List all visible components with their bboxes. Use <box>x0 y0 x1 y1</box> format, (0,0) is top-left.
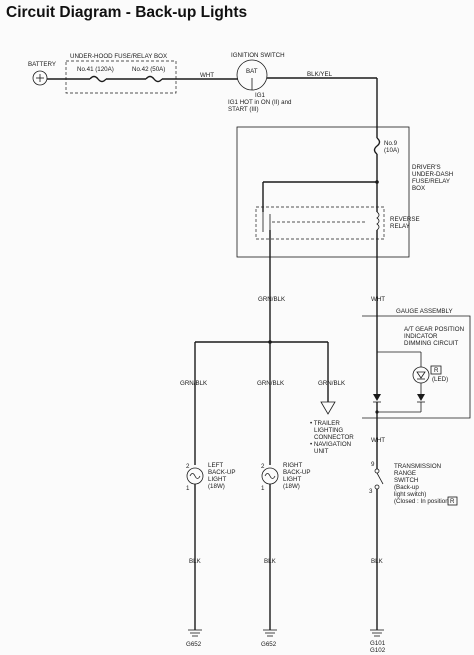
trans-pin-9: 9 <box>371 461 375 468</box>
wire-wht-1: WHT <box>200 72 214 79</box>
wire-blk-middle: BLK <box>264 558 277 565</box>
relay-label-line1: REVERSE <box>390 216 420 223</box>
underdash-box-line1: DRIVER'S <box>412 164 441 171</box>
trans-line2: RANGE <box>394 470 416 477</box>
ground-g102: G102 <box>370 647 386 654</box>
trailer-line1: • TRAILER <box>310 420 340 427</box>
r-indicator-box <box>430 365 442 375</box>
fuse-9-symbol <box>373 137 381 155</box>
trans-line5: light switch) <box>394 491 426 498</box>
left-light-line1: LEFT <box>208 462 223 469</box>
trans-line6: (Closed : In position <box>394 498 449 505</box>
left-light-line2: BACK-UP <box>208 469 236 476</box>
wire-wht-3: WHT <box>371 437 385 444</box>
ground-g652-left: G652 <box>186 641 202 648</box>
diode-left <box>373 394 381 401</box>
ig1-note-line2: START (III) <box>228 106 259 113</box>
trans-line3: SWITCH <box>394 477 418 484</box>
r-indicator-label: R <box>434 367 439 374</box>
fuse-42-label: No.42 (50A) <box>132 66 165 73</box>
ground-g101: G101 <box>370 640 386 647</box>
right-pin-2: 2 <box>261 463 265 470</box>
trans-r-box <box>447 496 458 506</box>
at-indicator-line2: INDICATOR <box>404 333 438 340</box>
led-symbol <box>412 366 430 384</box>
underdash-fuse-box <box>236 126 410 258</box>
left-pin-2: 2 <box>186 463 190 470</box>
ground-g652-left-icon <box>188 629 202 637</box>
wire-grnblk-main: GRN/BLK <box>258 296 286 303</box>
ig1-note-line1: IG1 HOT in ON (II) and <box>228 99 292 106</box>
right-light-line4: (18W) <box>283 483 300 490</box>
underdash-box-line3: FUSE/RELAY <box>412 178 450 185</box>
at-indicator-line3: DIMMING CIRCUIT <box>404 340 459 347</box>
wire-blkyel: BLK/YEL <box>307 71 333 78</box>
battery-label: BATTERY <box>28 61 56 68</box>
reverse-relay <box>255 206 385 240</box>
trans-r-label: R <box>450 498 455 505</box>
wire-grnblk-right: GRN/BLK <box>318 380 346 387</box>
underhood-box-title: UNDER-HOOD FUSE/RELAY BOX <box>70 53 167 60</box>
left-light-line3: LIGHT <box>208 476 226 483</box>
ground-g652-middle: G652 <box>261 641 277 648</box>
right-light-line1: RIGHT <box>283 462 302 469</box>
trailer-line2: LIGHTING <box>314 427 343 434</box>
ground-g101-icon <box>370 629 384 637</box>
led-label: (LED) <box>432 376 448 383</box>
ig1-terminal: IG1 <box>255 92 266 99</box>
relay-label-line2: RELAY <box>390 223 410 230</box>
wire-wht-2: WHT <box>371 296 385 303</box>
trans-line1: TRANSMISSION <box>394 463 441 470</box>
right-light-line3: LIGHT <box>283 476 301 483</box>
underdash-box-line2: UNDER-DASH <box>412 171 453 178</box>
gauge-assembly-box <box>362 315 471 419</box>
left-pin-1: 1 <box>186 485 190 492</box>
fuse-42-symbol <box>145 75 163 83</box>
trans-pin-3: 3 <box>369 488 373 495</box>
relay-coil-symbol <box>376 211 380 231</box>
trans-line4: (Back-up <box>394 484 419 491</box>
diode-right <box>417 394 425 401</box>
trailer-line3: CONNECTOR <box>314 434 354 441</box>
trailer-line5: UNIT <box>314 448 329 455</box>
bat-terminal: BAT <box>246 68 258 75</box>
fuse-9-label: No.9 <box>384 140 398 147</box>
wire-blk-right: BLK <box>371 558 384 565</box>
at-indicator-line1: A/T GEAR POSITION <box>404 326 464 333</box>
fuse-41-symbol <box>89 75 107 83</box>
ground-g652-middle-icon <box>263 629 277 637</box>
wire-grnblk-middle: GRN/BLK <box>257 380 285 387</box>
underhood-fuse-box <box>65 60 177 94</box>
battery-symbol <box>32 70 48 86</box>
underdash-box-line4: BOX <box>412 185 425 192</box>
wire-blk-left: BLK <box>189 558 202 565</box>
fuse-41-label: No.41 (120A) <box>77 66 114 73</box>
right-light-line2: BACK-UP <box>283 469 311 476</box>
fuse-9-rating: (10A) <box>384 147 399 154</box>
diagram-title: Circuit Diagram - Back-up Lights <box>6 4 247 21</box>
wire-grnblk-left: GRN/BLK <box>180 380 208 387</box>
ignition-switch-title: IGNITION SWITCH <box>231 52 285 59</box>
trailer-line4: • NAVIGATION <box>310 441 351 448</box>
trailer-connector-arrow <box>320 401 336 415</box>
gauge-assembly-title: GAUGE ASSEMBLY <box>396 308 453 315</box>
trans-switch-contact <box>376 472 384 485</box>
right-pin-1: 1 <box>261 485 265 492</box>
left-light-line4: (18W) <box>208 483 225 490</box>
